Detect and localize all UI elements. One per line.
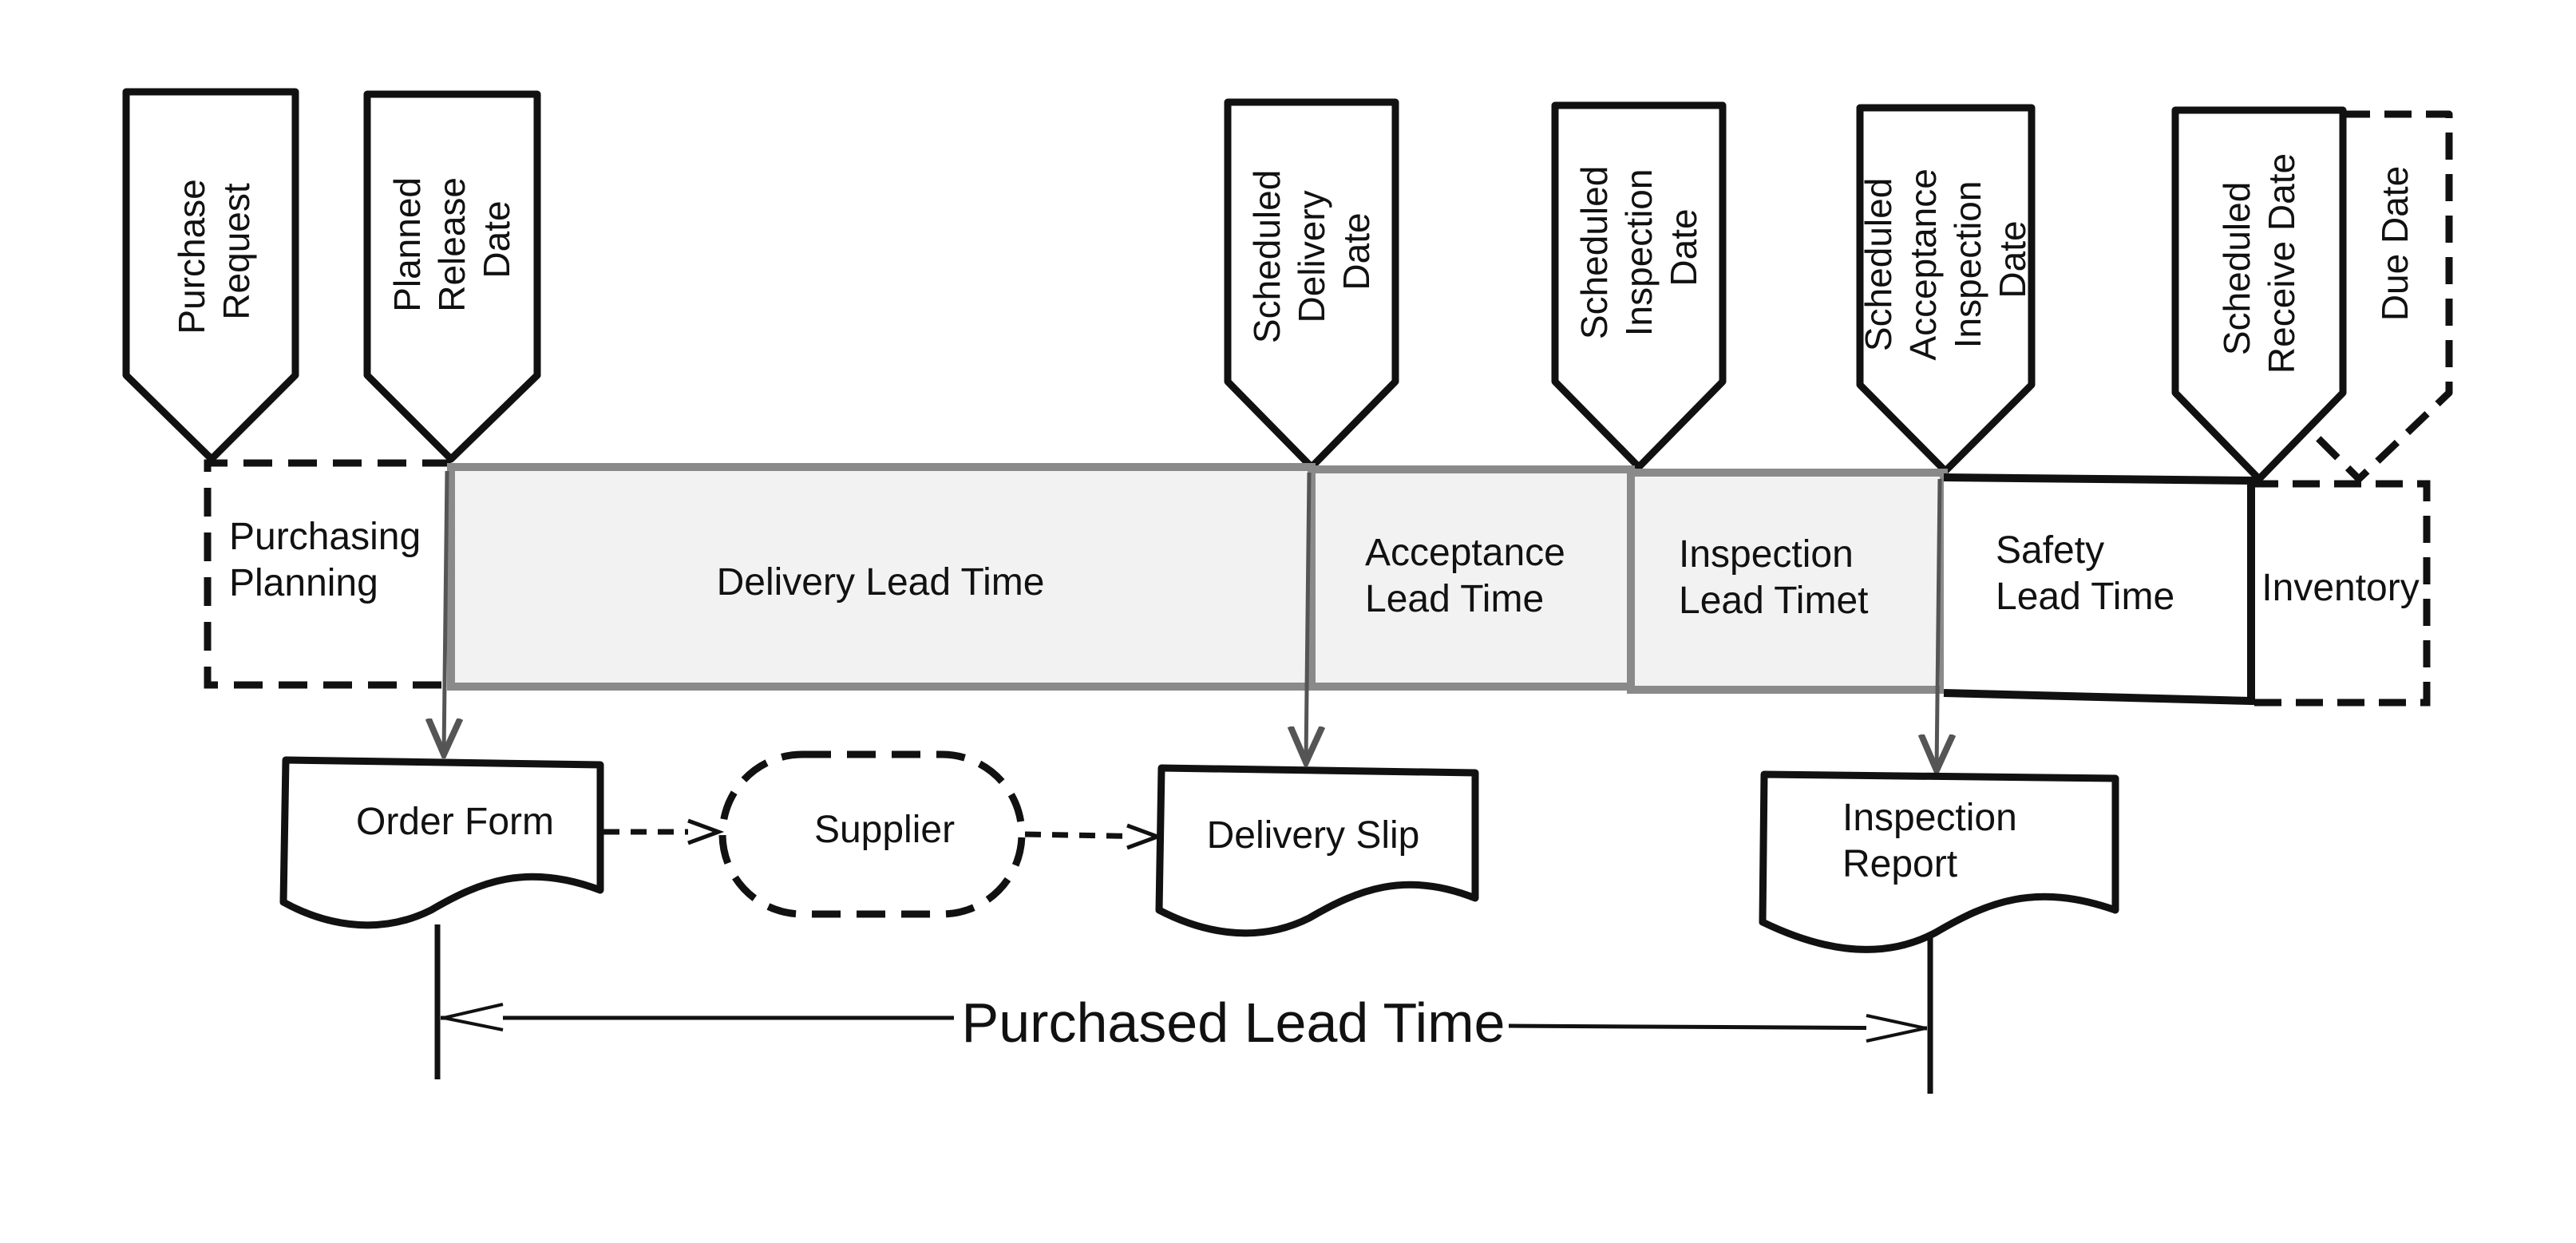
segment-delivery-lead-time-label: Delivery Lead Time [717, 561, 1045, 604]
documents: Order Form Supplier Delivery Slip Inspec… [279, 750, 2119, 953]
milestone-line: Scheduled [2216, 182, 2257, 355]
milestone-due-date-label: Due Date [2374, 166, 2416, 321]
milestone-line: Date [1663, 208, 1704, 286]
supplier-to-slip-arrowhead [1126, 823, 1164, 850]
milestone-due-date: Due Date [2304, 110, 2453, 483]
milestone-line: Purchase [171, 179, 212, 334]
drop-arrow-inspection-report [1937, 478, 1940, 770]
supplier-to-slip-arrow [1024, 831, 1154, 840]
milestone-line: Date [1992, 220, 2033, 298]
drop-arrows [444, 470, 1940, 770]
milestone-scheduled-inspection-date-label: Scheduled Inspection Date [1573, 156, 1704, 339]
segment-line: Purchasing [229, 516, 421, 558]
milestone-line: Receive Date [2261, 153, 2302, 374]
milestone-line: Inspection [1618, 169, 1660, 337]
segment-purchasing-planning: Purchasing Planning [204, 459, 451, 689]
purchased-lead-time-dimension: Purchased Lead Time [434, 924, 1933, 1094]
milestone-line: Inspection [1947, 181, 1988, 349]
milestone-scheduled-receive-date: Scheduled Receive Date [2171, 106, 2347, 483]
milestone-line: Planned [386, 177, 428, 312]
milestone-line: Date [476, 200, 517, 278]
dimension-left-arrowhead [443, 1003, 504, 1031]
flow-arrows [603, 818, 1164, 850]
milestone-line: Scheduled [1573, 166, 1615, 339]
order-form-label: Order Form [356, 801, 554, 843]
milestone-line: Scheduled [1858, 178, 1899, 351]
inspection-report-document: Inspection Report [1759, 770, 2119, 953]
segment-inspection-lead-time-label: Inspection Lead Timet [1679, 533, 1868, 622]
segment-inspection-lead-time: Inspection Lead Timet [1627, 469, 1948, 694]
timeline-bar: Purchasing Planning Delivery Lead Time A… [204, 459, 2431, 707]
milestone-purchase-request: Purchase Request [122, 88, 299, 463]
milestone-planned-release-date: Planned Release Date [363, 90, 541, 463]
drop-arrow-order-form [444, 470, 447, 754]
inspection-report-label: Inspection Report [1842, 797, 2028, 885]
segment-line: Lead Timet [1679, 580, 1868, 622]
segment-safety-lead-time-label: Safety Lead Time [1996, 529, 2174, 618]
segment-line: Inspection [1679, 533, 1854, 576]
milestone-line: Acceptance [1902, 168, 1944, 360]
segment-line: Safety [1996, 529, 2104, 572]
dimension-right-arrowhead [1866, 1014, 1926, 1043]
milestone-scheduled-acceptance-inspection-date: Scheduled Acceptance Inspection Date [1856, 104, 2036, 475]
segment-line: Acceptance [1365, 532, 1565, 574]
segment-inventory-label: Inventory [2261, 567, 2419, 609]
segment-safety-lead-time: Safety Lead Time [1943, 473, 2255, 706]
milestone-line: Request [216, 183, 257, 320]
drop-arrow-delivery-slip [1306, 472, 1309, 762]
milestone-scheduled-inspection-date: Scheduled Inspection Date [1551, 101, 1727, 471]
segment-purchasing-planning-label: Purchasing Planning [229, 516, 431, 604]
supplier-label: Supplier [814, 809, 955, 851]
milestone-planned-release-date-label: Planned Release Date [386, 167, 517, 312]
segment-line: Lead Time [1365, 578, 1544, 620]
milestone-scheduled-delivery-date: Scheduled Delivery Date [1224, 98, 1399, 471]
purchased-lead-time-label: Purchased Lead Time [962, 992, 1506, 1054]
milestone-line: Due Date [2374, 166, 2416, 321]
document-line: Inspection [1842, 797, 2017, 839]
milestone-line: Delivery [1291, 190, 1332, 323]
milestone-scheduled-delivery-date-label: Scheduled Delivery Date [1246, 160, 1377, 343]
document-line: Report [1842, 843, 1957, 885]
dimension-right-line [1508, 1023, 1928, 1031]
segment-line: Planning [229, 562, 378, 604]
milestone-scheduled-acceptance-inspection-date-label: Scheduled Acceptance Inspection Date [1858, 158, 2033, 360]
segment-acceptance-lead-time: Acceptance Lead Time [1308, 465, 1635, 691]
segment-acceptance-lead-time-label: Acceptance Lead Time [1365, 532, 1576, 620]
milestone-line: Scheduled [1246, 170, 1288, 343]
delivery-slip-document: Delivery Slip [1155, 764, 1479, 937]
milestone-line: Date [1335, 212, 1377, 290]
milestone-scheduled-receive-date-label: Scheduled Receive Date [2216, 153, 2302, 374]
milestone-flags: Purchase Request Planned Release Date Sc… [122, 88, 2453, 483]
order-form-document: Order Form [279, 756, 604, 929]
segment-inventory: Inventory [2251, 480, 2431, 707]
milestone-line: Release [431, 177, 473, 312]
segment-line: Lead Time [1996, 576, 2174, 618]
delivery-slip-label: Delivery Slip [1207, 814, 1420, 857]
milestone-purchase-request-label: Purchase Request [171, 168, 257, 334]
segment-delivery-lead-time: Delivery Lead Time [447, 463, 1316, 691]
order-to-supplier-arrowhead [687, 818, 725, 845]
supplier-node: Supplier [718, 750, 1026, 918]
